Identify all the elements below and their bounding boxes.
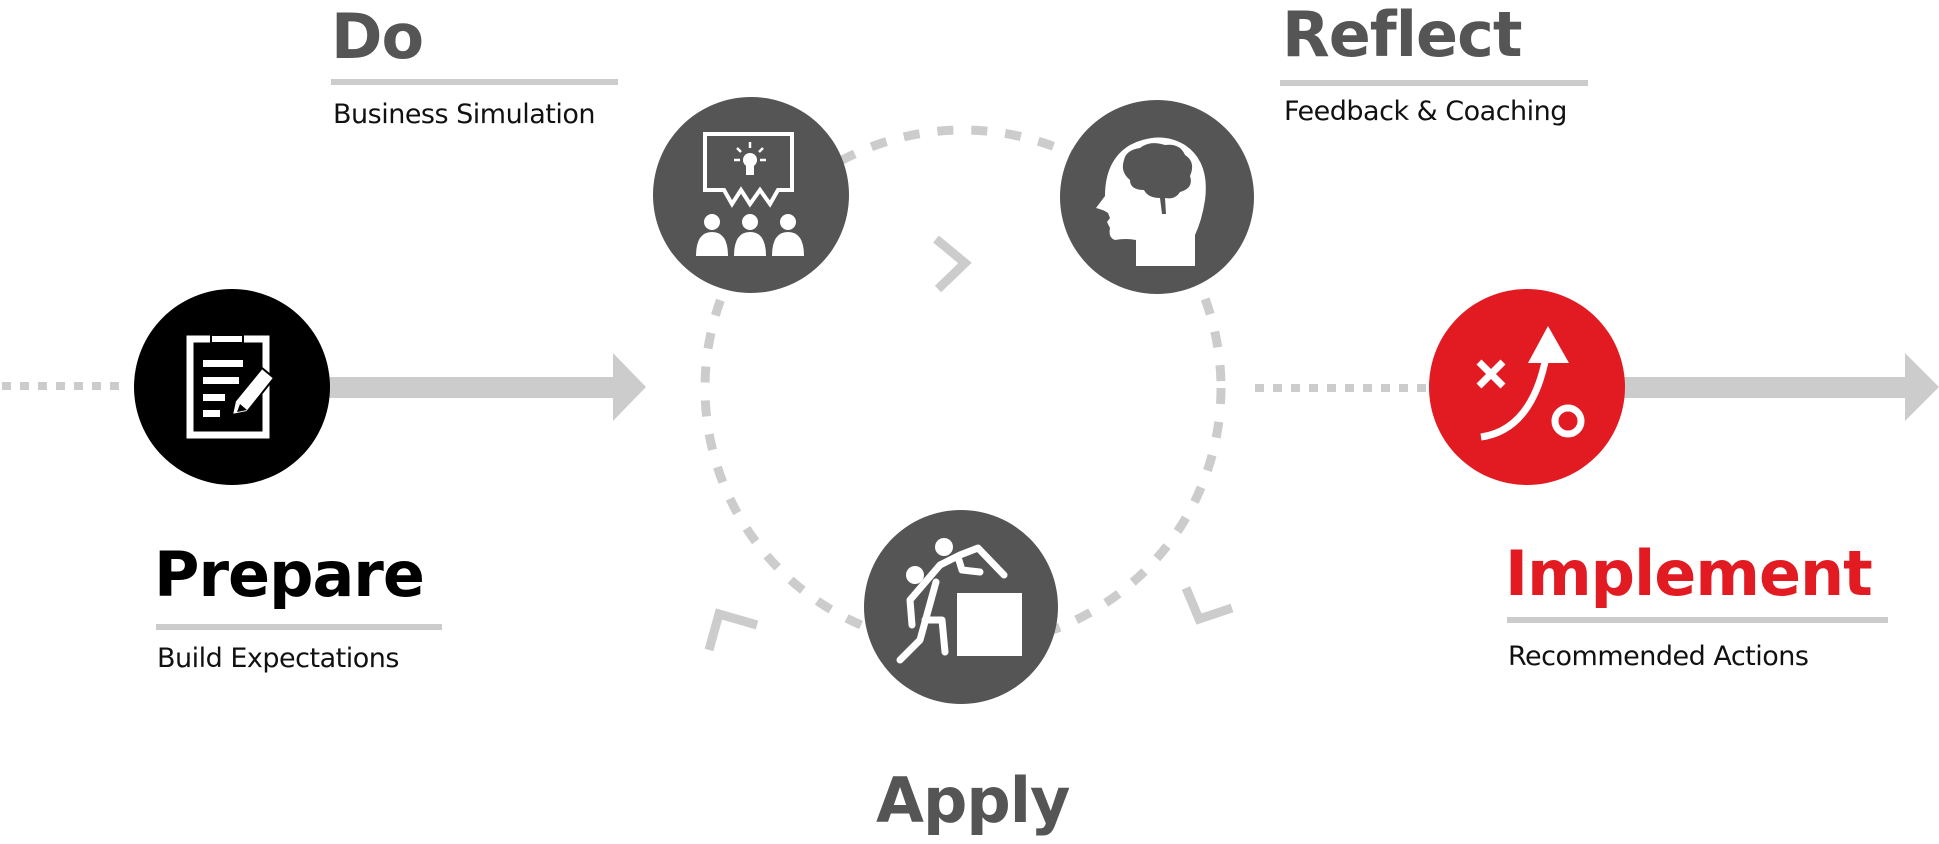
implement-node[interactable] — [1429, 289, 1625, 485]
implement-title: Implement — [1505, 537, 1873, 610]
do-underline — [331, 79, 618, 85]
head-brain-icon — [1096, 137, 1206, 266]
implement-arrow — [1610, 353, 1939, 421]
cycle-chevron-bottom-left — [704, 608, 759, 652]
implement-underline — [1507, 617, 1888, 623]
apply-node[interactable] — [864, 510, 1058, 704]
do-title: Do — [331, 0, 424, 73]
prepare-node[interactable] — [134, 289, 330, 485]
prepare-title: Prepare — [154, 538, 425, 611]
do-subtitle: Business Simulation — [333, 99, 595, 130]
presentation-audience-icon — [696, 132, 804, 256]
cycle-ring-dashed — [700, 125, 1226, 651]
person-climbing-box-icon — [896, 538, 1022, 664]
clipboard-pencil-icon — [186, 334, 276, 439]
do-node[interactable] — [653, 97, 849, 293]
prepare-arrow — [320, 353, 646, 421]
prepare-subtitle: Build Expectations — [157, 643, 399, 674]
reflect-title: Reflect — [1282, 0, 1522, 71]
prepare-underline — [156, 624, 442, 630]
strategy-play-icon — [1476, 326, 1585, 441]
apply-title: Apply — [876, 764, 1070, 837]
reflect-underline — [1280, 80, 1588, 86]
cycle-chevron-bottom-right — [1181, 586, 1234, 625]
reflect-node[interactable] — [1060, 100, 1254, 294]
reflect-subtitle: Feedback & Coaching — [1284, 96, 1567, 127]
cycle-chevron-top — [933, 235, 972, 293]
implement-subtitle: Recommended Actions — [1508, 641, 1809, 672]
